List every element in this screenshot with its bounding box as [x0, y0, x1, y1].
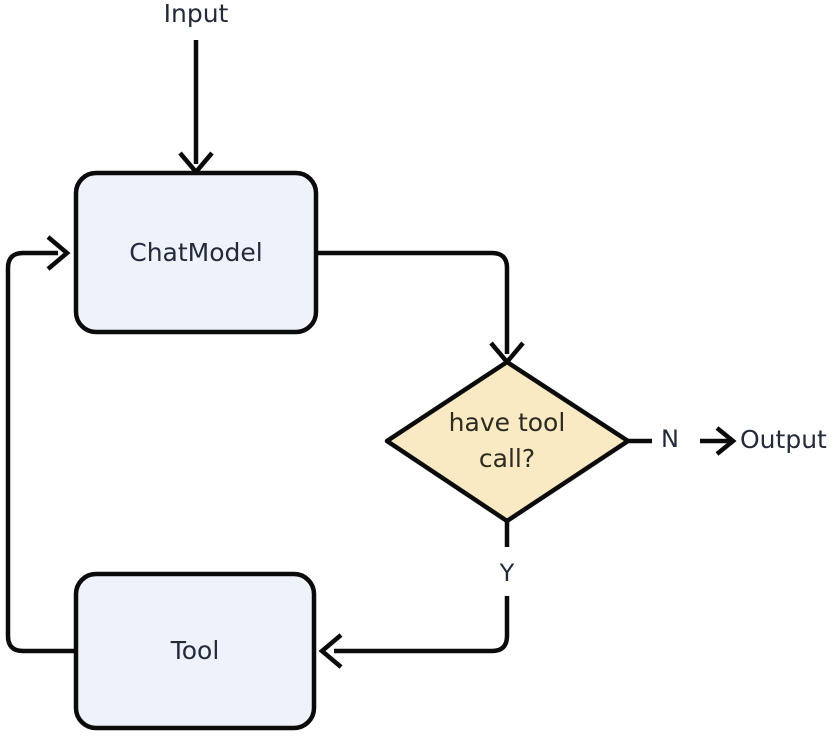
node-decision-shape[interactable]: [384, 359, 631, 524]
edge-input-to-chatmodel: [178, 40, 214, 176]
node-chatmodel-label: ChatModel: [129, 238, 262, 267]
edge-decision-yes-to-tool: [318, 521, 510, 669]
edge-decision-yes-to-tool-line: [334, 596, 510, 654]
edge-chatmodel-to-decision: [317, 250, 525, 366]
node-tool[interactable]: Tool: [73, 571, 317, 731]
branch-label-no: N: [661, 425, 679, 453]
edge-tool-to-chatmodel-line: [5, 250, 76, 654]
branch-label-yes: Y: [499, 559, 515, 587]
node-decision-label-line2: call?: [479, 444, 535, 473]
node-decision[interactable]: have tool call?: [384, 359, 631, 524]
edge-chatmodel-to-decision-line: [317, 250, 510, 354]
node-chatmodel-shape[interactable]: [73, 170, 319, 335]
node-tool-label: Tool: [170, 636, 220, 665]
arrowhead-right-chatmodel: [46, 235, 71, 271]
arrowhead-left-tool: [318, 633, 343, 669]
node-decision-label-line1: have tool: [449, 408, 566, 437]
node-tool-shape[interactable]: [73, 571, 317, 731]
node-output-label: Output: [740, 425, 827, 454]
arrowhead-right-output: [715, 426, 737, 456]
edge-decision-no-to-output: [628, 426, 737, 456]
node-chatmodel[interactable]: ChatModel: [73, 170, 319, 335]
node-input-label: Input: [164, 0, 229, 28]
edge-tool-to-chatmodel: [5, 235, 76, 654]
